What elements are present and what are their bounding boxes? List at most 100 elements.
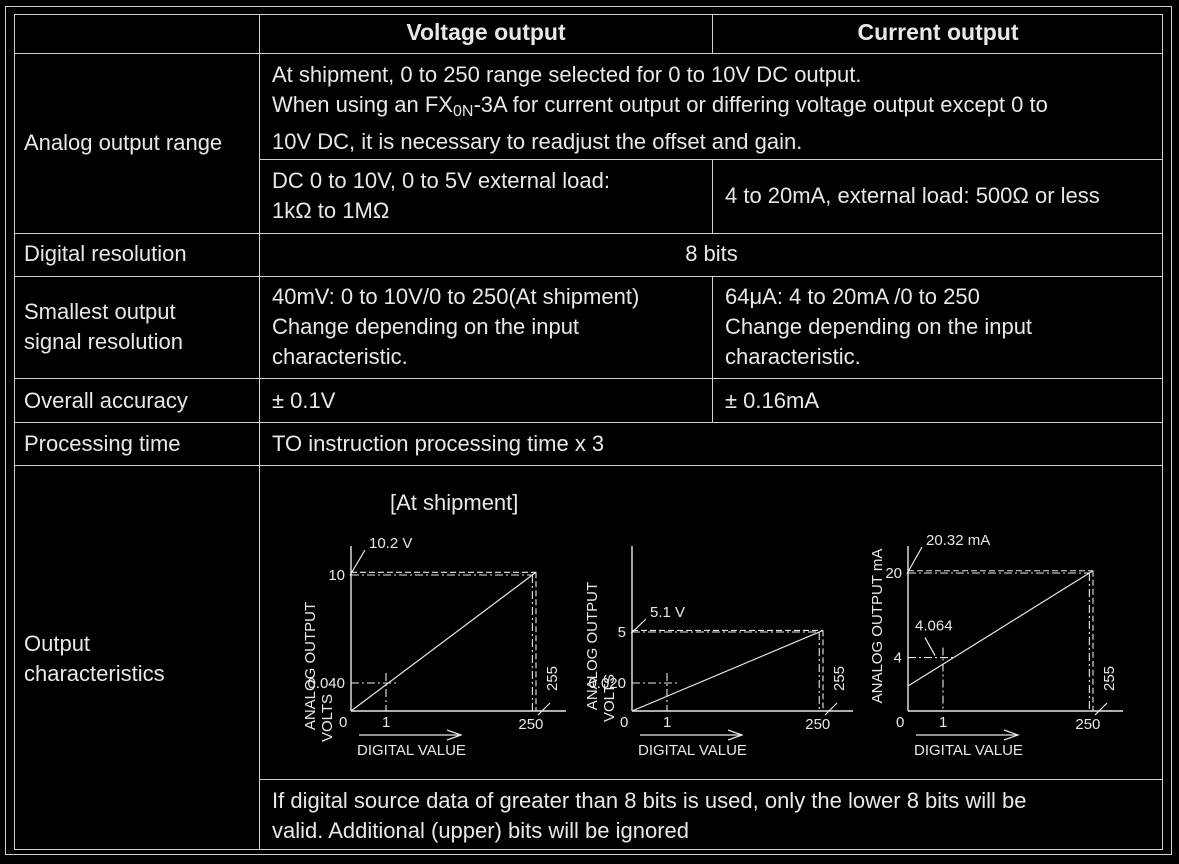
col-divider bbox=[712, 159, 713, 234]
note-subscript: 0N bbox=[452, 103, 474, 120]
value-line: 64μA: 4 to 20mA /0 to 250 bbox=[725, 284, 980, 309]
voltage-range-line: 1kΩ to 1MΩ bbox=[272, 198, 390, 223]
row-divider bbox=[14, 378, 1163, 379]
x-tick-label: 0 bbox=[620, 714, 628, 731]
label-line: Output bbox=[24, 631, 91, 656]
y-tick-label: 0.040 bbox=[307, 675, 345, 692]
x-tick-label: 250 bbox=[1075, 716, 1100, 733]
voltage-range-value: DC 0 to 10V, 0 to 5V external load: 1kΩ … bbox=[272, 166, 610, 226]
y-tick-label: 0.020 bbox=[588, 675, 626, 692]
note-text: When using an FX bbox=[272, 92, 453, 117]
note-text: -3A for current output or differing volt… bbox=[473, 92, 1048, 117]
label-processing-time: Processing time bbox=[24, 431, 181, 456]
note-line: At shipment, 0 to 250 range selected for… bbox=[272, 62, 862, 87]
characteristic-line bbox=[350, 571, 537, 712]
characteristic-line bbox=[631, 629, 824, 712]
label-digital-resolution: Digital resolution bbox=[24, 241, 187, 266]
value-line: 40mV: 0 to 10V/0 to 250(At shipment) bbox=[272, 284, 640, 309]
footnote-line: If digital source data of greater than 8… bbox=[272, 788, 1027, 813]
row-divider bbox=[14, 465, 1163, 466]
label-output-characteristics: Output characteristics bbox=[24, 629, 165, 689]
header-current-output: Current output bbox=[857, 19, 1019, 45]
analog-range-note: At shipment, 0 to 250 range selected for… bbox=[272, 60, 1048, 157]
x-direction-arrow-head bbox=[1003, 729, 1020, 741]
y-tick-label: 20 bbox=[885, 565, 902, 582]
note-line: 10V DC, it is necessary to readjust the … bbox=[272, 129, 803, 154]
label-line: signal resolution bbox=[24, 329, 183, 354]
value-line: characteristic. bbox=[725, 344, 861, 369]
x-tick-label: 0 bbox=[896, 714, 904, 731]
row-divider bbox=[14, 422, 1163, 423]
annotation-leader bbox=[349, 549, 366, 576]
output-characteristics-footnote: If digital source data of greater than 8… bbox=[272, 786, 1027, 846]
current-resolution-value: 64μA: 4 to 20mA /0 to 250 Change dependi… bbox=[725, 282, 1032, 372]
col-divider bbox=[259, 14, 260, 850]
annotation-leader bbox=[924, 637, 936, 656]
characteristic-line bbox=[907, 570, 1094, 687]
header-voltage-output: Voltage output bbox=[406, 19, 566, 45]
x-tick-label: 250 bbox=[518, 716, 543, 733]
row-divider bbox=[14, 53, 1163, 54]
digital-resolution-value: 8 bits bbox=[685, 241, 738, 266]
label-analog-output-range: Analog output range bbox=[24, 130, 223, 155]
label-line: characteristics bbox=[24, 661, 165, 686]
x-tick-label: 0 bbox=[339, 714, 347, 731]
current-accuracy-value: ± 0.16mA bbox=[725, 388, 820, 413]
annotation-max: 10.2 V bbox=[369, 535, 412, 552]
x-axis-label: DIGITAL VALUE bbox=[914, 742, 1023, 759]
annotation-leader bbox=[630, 618, 647, 634]
x-tick-label: 255 bbox=[544, 666, 561, 691]
col-divider bbox=[712, 14, 713, 54]
spec-table bbox=[14, 14, 1163, 850]
x-direction-arrow-head bbox=[727, 729, 744, 741]
x-axis-label: DIGITAL VALUE bbox=[638, 742, 747, 759]
footnote-line: valid. Additional (upper) bits will be i… bbox=[272, 818, 690, 843]
x-tick-label: 1 bbox=[382, 714, 390, 731]
annotation-min: 4.064 bbox=[915, 618, 953, 635]
y-axis-label: VOLTS bbox=[601, 674, 618, 722]
row-divider bbox=[14, 233, 1163, 234]
y-tick-label: 10 bbox=[328, 567, 345, 584]
value-line: characteristic. bbox=[272, 344, 408, 369]
note-line: When using an FX0N-3A for current output… bbox=[272, 90, 1048, 127]
row-divider bbox=[14, 276, 1163, 277]
x-direction-arrow-head bbox=[446, 729, 463, 741]
label-overall-accuracy: Overall accuracy bbox=[24, 388, 188, 413]
label-line: Smallest output bbox=[24, 299, 176, 324]
value-line: Change depending on the input bbox=[725, 314, 1033, 339]
y-axis-label: ANALOG OUTPUT mA bbox=[869, 549, 886, 704]
processing-time-value: TO instruction processing time x 3 bbox=[272, 431, 605, 456]
voltage-range-line: DC 0 to 10V, 0 to 5V external load: bbox=[272, 168, 610, 193]
tick-leader bbox=[824, 702, 838, 716]
x-tick-label: 1 bbox=[663, 714, 671, 731]
y-axis-label: VOLTS bbox=[319, 694, 336, 742]
x-axis-label: DIGITAL VALUE bbox=[357, 742, 466, 759]
row-divider bbox=[259, 779, 1163, 780]
value-line: Change depending on the input bbox=[272, 314, 580, 339]
y-axis-label: ANALOG OUTPUT bbox=[302, 602, 319, 730]
y-axis-label: ANALOG OUTPUT bbox=[584, 582, 601, 710]
x-tick-label: 1 bbox=[939, 714, 947, 731]
x-tick-label: 255 bbox=[1101, 666, 1118, 691]
chart-title-at-shipment: [At shipment] bbox=[390, 490, 518, 515]
tick-leader bbox=[1094, 702, 1108, 716]
annotation-leader bbox=[906, 546, 923, 575]
voltage-accuracy-value: ± 0.1V bbox=[272, 388, 336, 413]
x-tick-label: 255 bbox=[831, 666, 848, 691]
row-divider bbox=[259, 159, 1163, 160]
label-smallest-resolution: Smallest output signal resolution bbox=[24, 297, 183, 357]
y-tick-label: 5 bbox=[618, 624, 626, 641]
tick-leader bbox=[537, 702, 551, 716]
col-divider bbox=[712, 276, 713, 422]
annotation-max: 20.32 mA bbox=[926, 532, 990, 549]
annotation-max: 5.1 V bbox=[650, 604, 685, 621]
current-range-value: 4 to 20mA, external load: 500Ω or less bbox=[725, 183, 1100, 208]
x-tick-label: 250 bbox=[805, 716, 830, 733]
voltage-resolution-value: 40mV: 0 to 10V/0 to 250(At shipment) Cha… bbox=[272, 282, 639, 372]
y-tick-label: 4 bbox=[894, 650, 902, 667]
outer-frame bbox=[5, 6, 1172, 855]
